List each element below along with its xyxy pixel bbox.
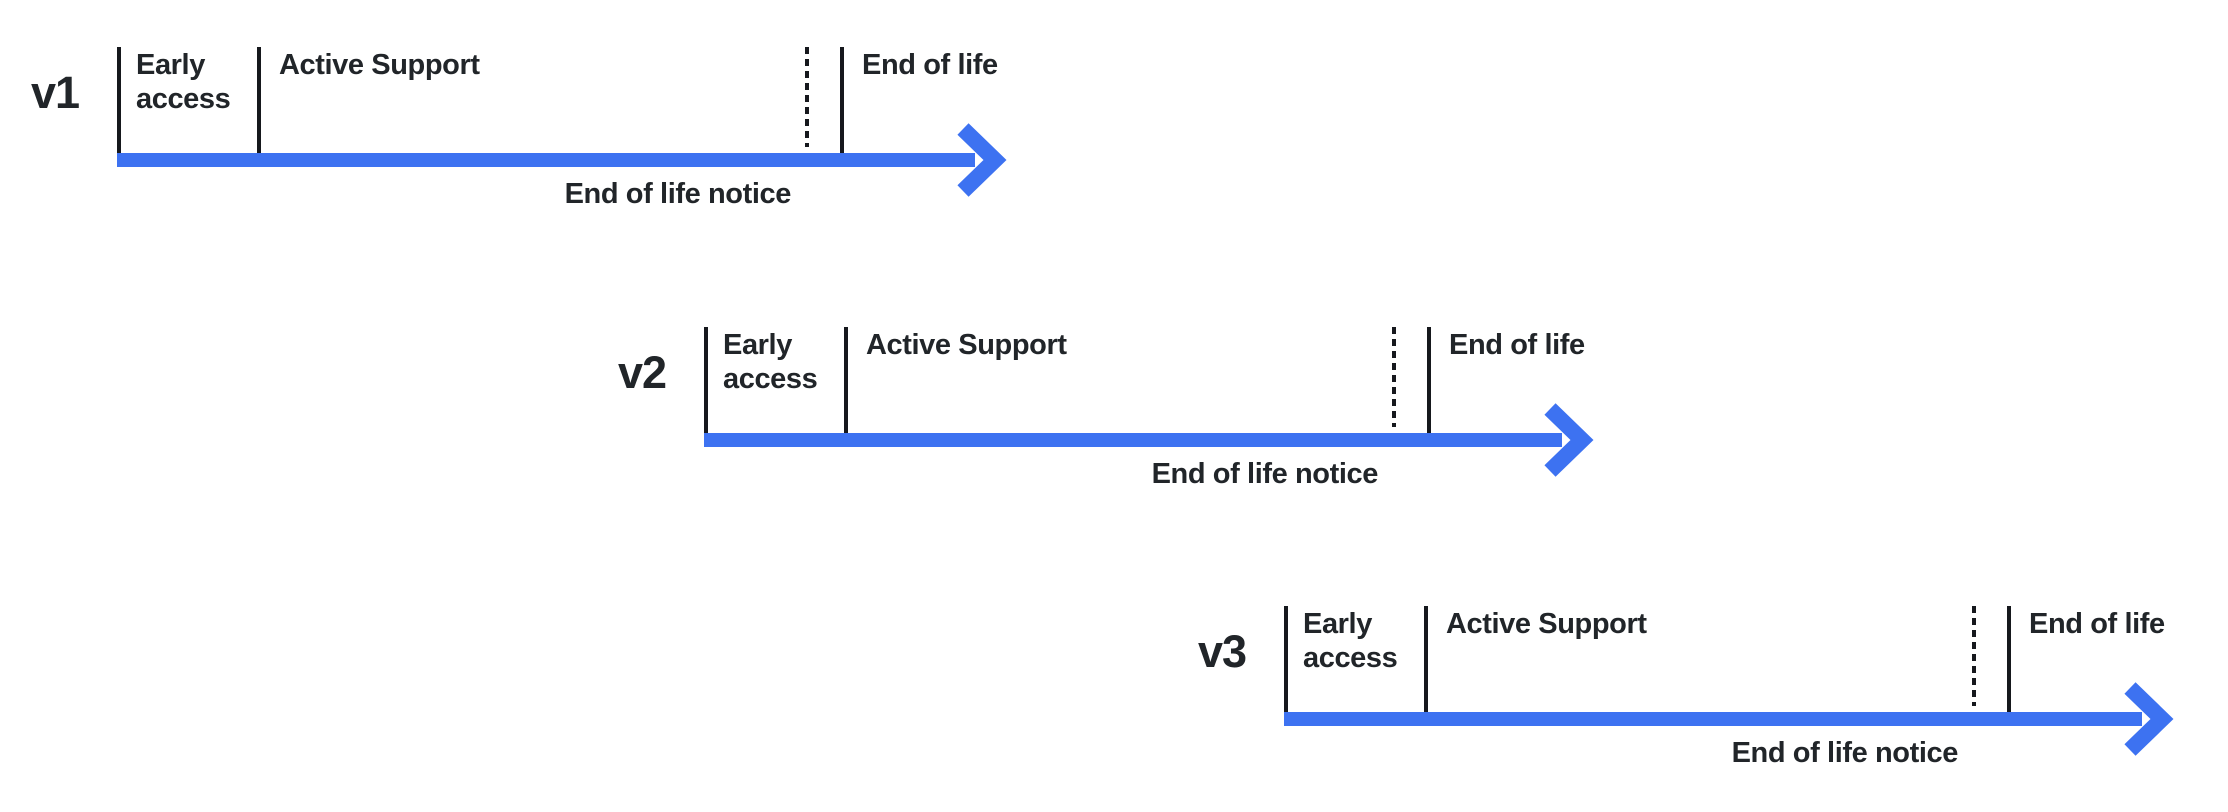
end-of-life-label: End of life <box>862 49 998 81</box>
eol-notice-label: End of life notice <box>564 178 792 210</box>
end-of-life-label: End of life <box>2029 608 2165 640</box>
eol-notice-tick <box>1392 327 1396 427</box>
timeline-arrow-icon <box>704 403 1594 477</box>
eol-notice-tick <box>1972 606 1976 706</box>
timeline-arrow-icon <box>117 123 1007 197</box>
active-support-tick <box>257 47 261 153</box>
active-support-tick <box>844 327 848 433</box>
active-support-label: Active Support <box>1446 608 1647 640</box>
eol-notice-label: End of life notice <box>1731 737 1959 769</box>
end-of-life-tick <box>840 47 844 153</box>
timeline-v1: v1 Early access Active Support End of li… <box>31 47 1037 227</box>
active-support-tick <box>1424 606 1428 712</box>
early-access-tick <box>1284 606 1288 712</box>
eol-notice-tick <box>805 47 809 147</box>
eol-notice-label: End of life notice <box>1151 458 1379 490</box>
timeline-v2: v2 Early access Active Support End of li… <box>618 327 1624 507</box>
early-access-label: Early access <box>136 49 231 115</box>
timeline-arrow-icon <box>1284 682 2174 756</box>
version-label: v1 <box>30 67 80 118</box>
active-support-label: Active Support <box>866 329 1067 361</box>
early-access-tick <box>704 327 708 433</box>
early-access-label: Early access <box>723 329 818 395</box>
active-support-label: Active Support <box>279 49 480 81</box>
early-access-label: Early access <box>1303 608 1398 674</box>
end-of-life-tick <box>2007 606 2011 712</box>
timeline-v3: v3 Early access Active Support End of li… <box>1198 606 2204 786</box>
end-of-life-label: End of life <box>1449 329 1585 361</box>
version-label: v2 <box>617 347 667 398</box>
early-access-tick <box>117 47 121 153</box>
version-label: v3 <box>1197 626 1247 677</box>
end-of-life-tick <box>1427 327 1431 433</box>
